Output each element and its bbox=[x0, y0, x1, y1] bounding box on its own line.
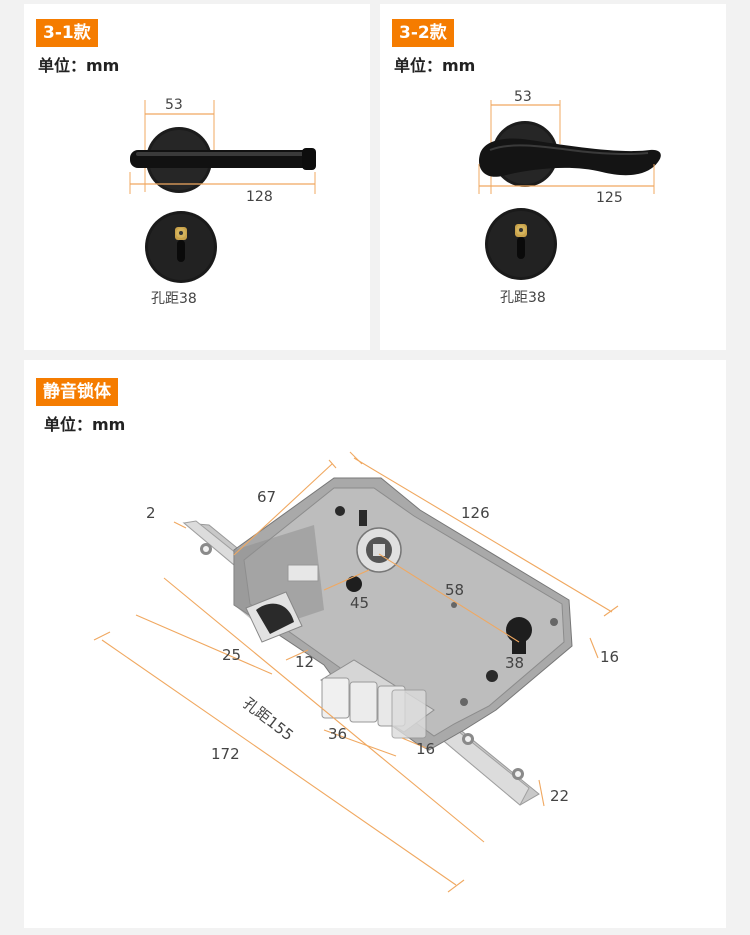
panel-lock-body: 静音锁体 单位：mm bbox=[24, 360, 726, 928]
lock-body-tag: 静音锁体 bbox=[36, 378, 118, 406]
panel-3-2: 3-2款 单位：mm 53 125 孔距38 bbox=[380, 4, 726, 350]
dim-width: 126 bbox=[461, 504, 490, 522]
dim-hole-pitch: 孔距155 bbox=[240, 694, 297, 744]
model-tag-3-1: 3-1款 bbox=[36, 19, 98, 47]
dim-faceplate-len: 172 bbox=[211, 745, 240, 763]
dim-backset: 45 bbox=[350, 594, 369, 612]
lock-body-diagram: 2 67 126 58 45 38 16 25 12 36 16 孔距155 1… bbox=[93, 451, 619, 893]
unit-label: 单位：mm bbox=[44, 415, 126, 434]
dim-cyl-hole: 38 bbox=[505, 654, 524, 672]
lever-handle-3-1-diagram: 53 128 孔距38 bbox=[129, 97, 316, 307]
unit-label: 单位：mm bbox=[394, 56, 476, 75]
lever-handle-3-2-diagram: 53 125 孔距38 bbox=[478, 89, 661, 306]
dim-faceplate-thickness: 2 bbox=[146, 504, 156, 522]
dim-bolt-thick: 16 bbox=[416, 740, 435, 758]
dim-rose-53: 53 bbox=[165, 97, 183, 113]
model-tag-3-2: 3-2款 bbox=[392, 19, 454, 47]
dim-bolt-len: 36 bbox=[328, 725, 347, 743]
dim-hole-spacing: 58 bbox=[445, 581, 464, 599]
dim-rose-53: 53 bbox=[514, 89, 532, 105]
hole-spacing-label: 孔距38 bbox=[151, 291, 197, 307]
panel-3-1: 3-1款 单位：mm 53 128 孔距38 bbox=[24, 4, 370, 350]
hole-spacing-label: 孔距38 bbox=[500, 290, 546, 306]
dim-lever-125: 125 bbox=[596, 190, 623, 206]
dim-latch-thick: 12 bbox=[295, 653, 314, 671]
dim-faceplate-width: 22 bbox=[550, 787, 569, 805]
dim-depth: 67 bbox=[257, 488, 276, 506]
unit-label: 单位：mm bbox=[38, 56, 120, 75]
dim-right-edge: 16 bbox=[600, 648, 619, 666]
dim-lever-128: 128 bbox=[246, 189, 273, 205]
dim-latch-len: 25 bbox=[222, 646, 241, 664]
